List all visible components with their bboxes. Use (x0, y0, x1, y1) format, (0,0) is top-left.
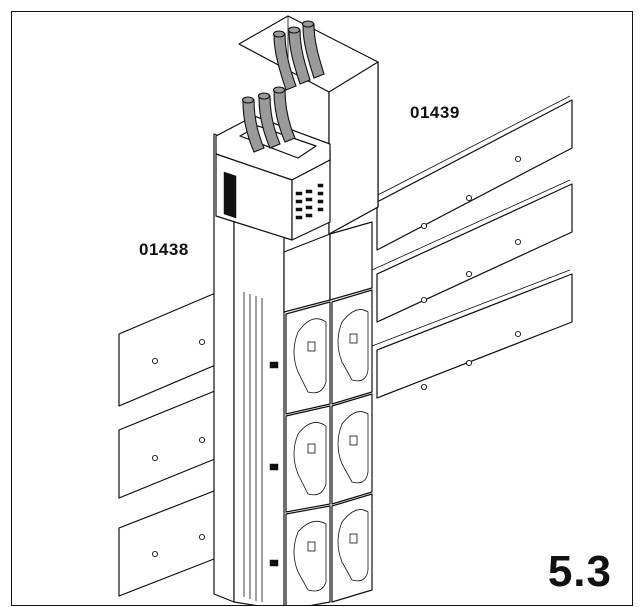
terminal-strip (243, 292, 279, 602)
meter-modules-right (329, 221, 373, 603)
figure-frame: 01438 01439 5.3 (11, 11, 633, 606)
figure-number: 5.3 (547, 547, 612, 596)
rear-cover-box (238, 15, 379, 235)
cables-rear (272, 20, 325, 91)
busbar-bottom (371, 269, 573, 399)
cables-front (241, 86, 296, 153)
part-number-label-left: 01438 (139, 240, 189, 259)
front-enclosure (213, 133, 331, 605)
busbar-top (371, 95, 573, 251)
technical-drawing (118, 15, 573, 605)
part-number-label-right: 01439 (410, 103, 460, 122)
busbar-middle (371, 179, 573, 323)
meter-modules-left (283, 233, 331, 605)
